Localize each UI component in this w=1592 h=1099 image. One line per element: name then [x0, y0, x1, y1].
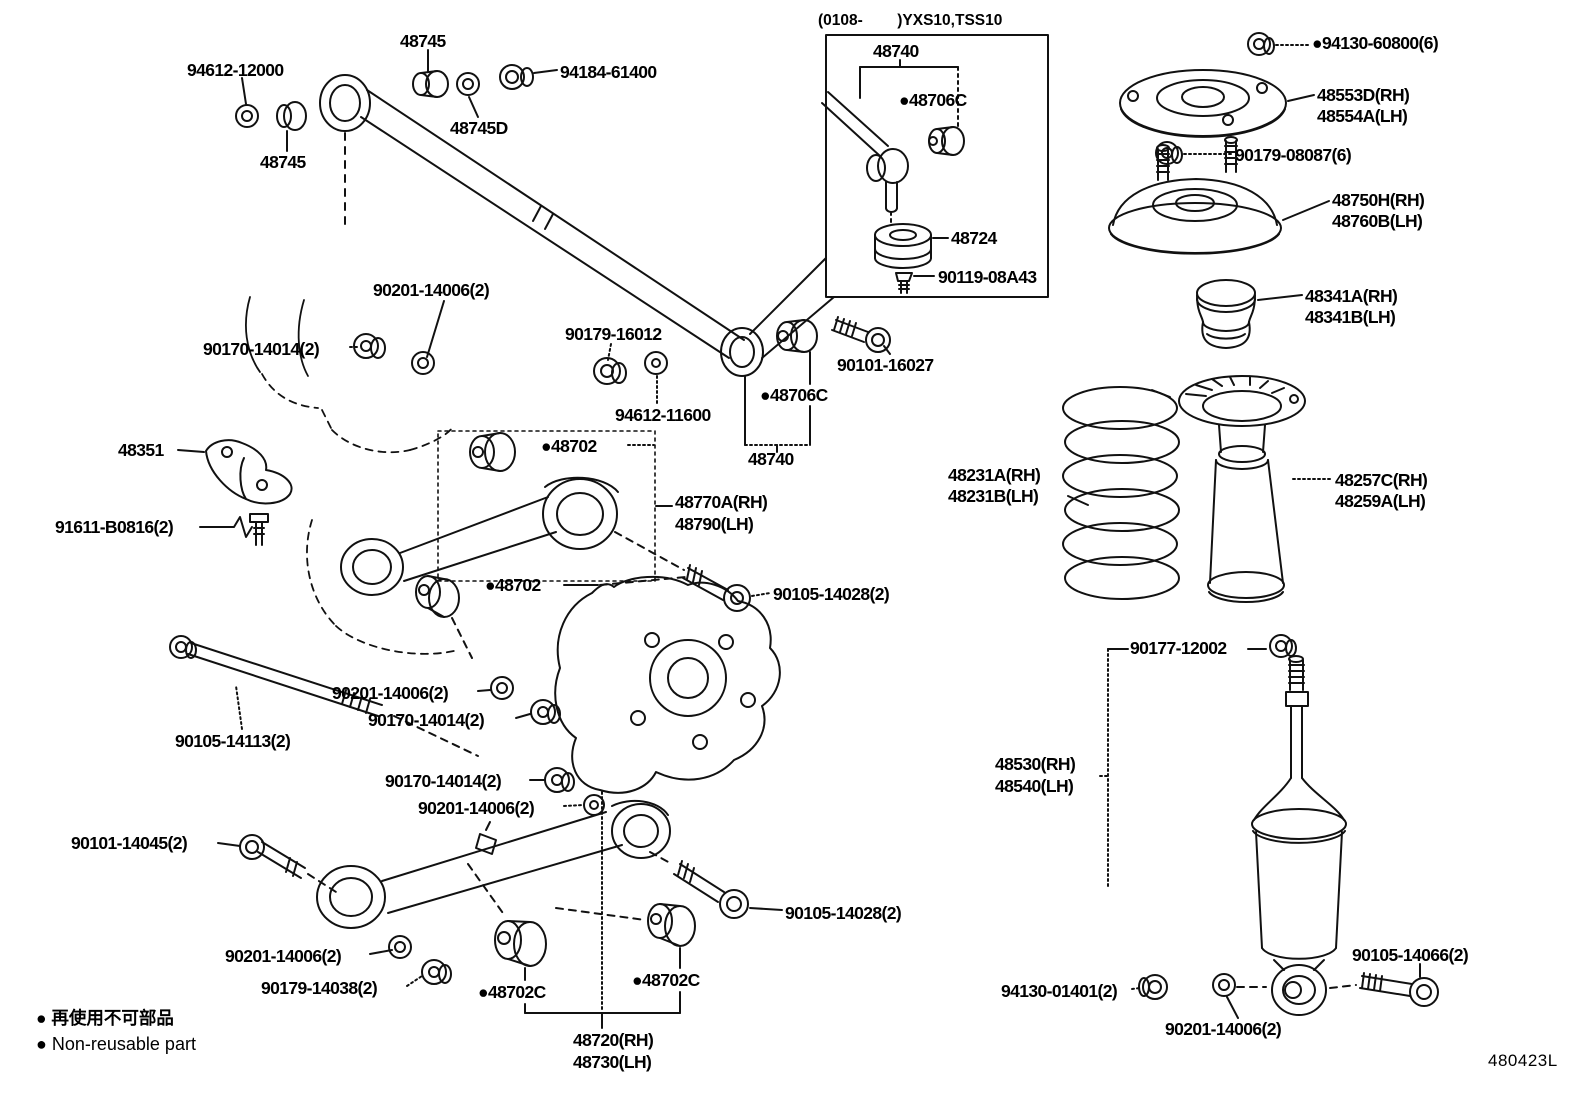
part-label-90201-14006-a: 90201-14006(2): [373, 280, 490, 300]
part-label-48740-box: 48740: [873, 41, 919, 61]
part-label-91611-B0816: 91611-B0816(2): [55, 517, 174, 537]
part-label-90170-14014-b: 90170-14014(2): [368, 710, 485, 730]
bump-stop-drawing: [1196, 279, 1303, 349]
part-label-48553D: 48553D(RH): [1317, 85, 1410, 105]
strut-mount-drawing: [1119, 32, 1315, 165]
part-label-48790: 48790(LH): [675, 514, 754, 534]
front-bolt-drawing: [217, 834, 337, 893]
part-label-48351: 48351: [118, 440, 164, 460]
part-label-48231A: 48231A(RH): [948, 465, 1041, 485]
part-label-94612-12000: 94612-12000: [187, 60, 284, 80]
rod-end-drawing: [744, 316, 891, 453]
part-label-48540: 48540(LH): [995, 776, 1074, 796]
top-fasteners-drawing: [235, 49, 558, 152]
part-label-94130-01401: 94130-01401(2): [1001, 981, 1118, 1001]
part-label-90105-14066: 90105-14066(2): [1352, 945, 1469, 965]
part-label-48231B: 48231B(LH): [948, 486, 1039, 506]
part-label-90201-14006-b: 90201-14006(2): [332, 683, 449, 703]
part-label-48750H: 48750H(RH): [1332, 190, 1425, 210]
part-label-48702-b: ●48702: [485, 575, 541, 595]
part-label-90201-14006-d: 90201-14006(2): [225, 946, 342, 966]
part-label-90177-12002: 90177-12002: [1130, 638, 1227, 658]
box-applicability-note: (0108- )YXS10,TSS10: [818, 12, 1003, 29]
stabilizer-box-drawing: [749, 34, 1049, 359]
part-label-48770A: 48770A(RH): [675, 492, 768, 512]
part-label-48740-2: 48740: [748, 449, 794, 469]
legend-non-reusable-jp: ● 再使用不可部品: [36, 1008, 174, 1028]
lower-arm-bolt-drawing: [649, 851, 783, 919]
upper-arm-drawing: [340, 430, 687, 659]
part-label-48730: 48730(LH): [573, 1052, 652, 1072]
part-label-48706C-box: ●48706C: [899, 90, 967, 110]
part-label-90201-14006-e: 90201-14006(2): [1165, 1019, 1282, 1039]
part-label-90101-16027: 90101-16027: [837, 355, 934, 375]
part-label-90105-14028-b: 90105-14028(2): [785, 903, 902, 923]
long-bolt-drawing: [169, 635, 479, 757]
knuckle-drawing: [554, 575, 781, 1013]
part-label-48745D: 48745D: [450, 118, 508, 138]
coil-spring-drawing: [1062, 386, 1180, 600]
part-label-48341A: 48341A(RH): [1305, 286, 1398, 306]
part-label-48745-top: 48745: [400, 31, 446, 51]
part-label-48530: 48530(RH): [995, 754, 1076, 774]
lower-arm-drawing: [316, 800, 696, 1029]
dust-cover-drawing: [1178, 375, 1333, 604]
part-label-90105-14113: 90105-14113(2): [175, 731, 291, 751]
part-label-48259A: 48259A(LH): [1335, 491, 1426, 511]
part-label-48706C-2: ●48706C: [760, 385, 828, 405]
part-label-48554A: 48554A(LH): [1317, 106, 1408, 126]
part-label-48702C-b: ●48702C: [632, 970, 700, 990]
part-label-48702C-a: ●48702C: [478, 982, 546, 1002]
legend-non-reusable-en: ● Non-reusable part: [36, 1034, 196, 1054]
shock-absorber-drawing: [1099, 634, 1439, 1019]
part-label-90105-14028-a: 90105-14028(2): [773, 584, 890, 604]
part-label-48745-2: 48745: [260, 152, 306, 172]
part-label-48341B: 48341B(LH): [1305, 307, 1396, 327]
part-label-94612-11600: 94612-11600: [615, 405, 711, 425]
part-label-94184-61400: 94184-61400: [560, 62, 657, 82]
figure-code: 480423L: [1488, 1051, 1558, 1070]
part-label-90119-08A43: 90119-08A43: [938, 267, 1037, 287]
part-label-94130-60800: ●94130-60800(6): [1312, 33, 1439, 53]
part-label-90179-14038: 90179-14038(2): [261, 978, 378, 998]
part-label-90170-14014-a: 90170-14014(2): [203, 339, 320, 359]
lateral-rod-drawing: [319, 74, 764, 377]
part-label-48257C: 48257C(RH): [1335, 470, 1428, 490]
part-label-90179-08087: 90179-08087(6): [1235, 145, 1352, 165]
part-label-48702-a: ●48702: [541, 436, 597, 456]
part-label-48724: 48724: [951, 228, 997, 248]
cover-plate-drawing: [177, 439, 293, 546]
frame-outline-drawing: [245, 296, 459, 655]
part-label-90201-14006-c: 90201-14006(2): [418, 798, 535, 818]
upper-arm-bolt-drawing: [682, 564, 771, 612]
strut-support-drawing: [1108, 136, 1330, 255]
part-label-90170-14014-c: 90170-14014(2): [385, 771, 502, 791]
part-label-90179-16012: 90179-16012: [565, 324, 662, 344]
mid-fasteners-drawing: [349, 300, 668, 404]
lower-fasteners-drawing: [477, 676, 605, 816]
part-label-48720: 48720(RH): [573, 1030, 654, 1050]
part-label-90101-14045: 90101-14045(2): [71, 833, 188, 853]
part-label-48760B: 48760B(LH): [1332, 211, 1423, 231]
